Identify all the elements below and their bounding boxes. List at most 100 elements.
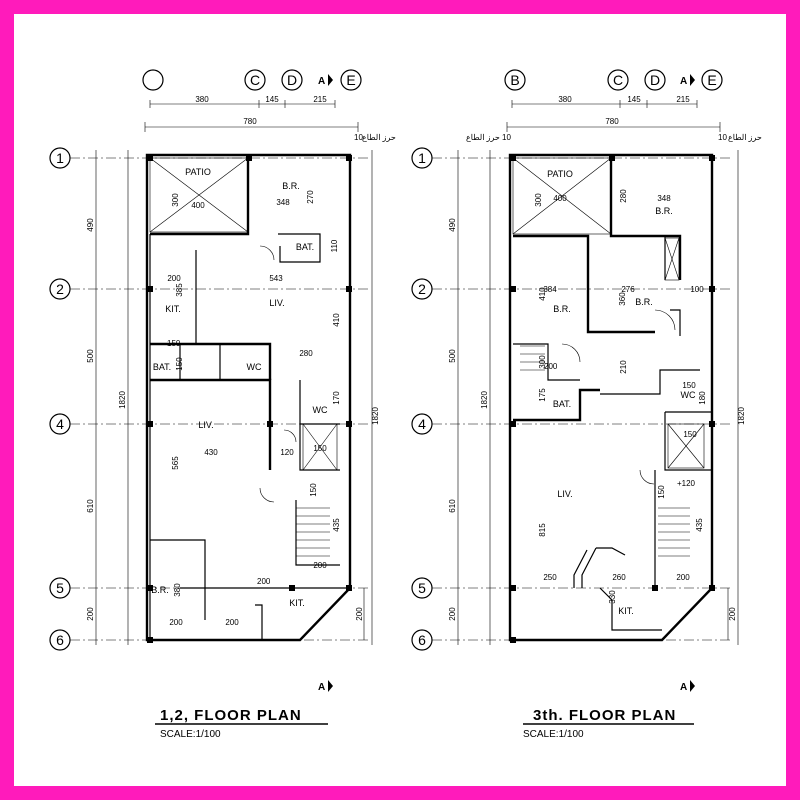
dimension-label: 200 (448, 607, 457, 621)
dimension-label: 170 (332, 391, 341, 405)
dimension-label: 200 (544, 362, 558, 371)
row-bubble-label: 6 (418, 632, 426, 648)
room-label: WC (313, 405, 328, 415)
dimension-label: 145 (265, 95, 279, 104)
floor-plan-sheet: C D E A 380 145 215 780 10 حرز الطاع 1 2… (49, 69, 762, 740)
section-arrow-icon (690, 74, 695, 86)
dimension-label: 410 (332, 313, 341, 327)
dimension-label: 200 (169, 618, 183, 627)
plan-title: 1,2, FLOOR PLAN (160, 707, 302, 724)
dimension-label: 410 (538, 287, 547, 301)
plan-1-2: C D E A 380 145 215 780 10 حرز الطاع 1 2… (49, 69, 396, 740)
dimension-label: 384 (543, 285, 557, 294)
dimension-label: 270 (306, 190, 315, 204)
level-label: +120 (677, 479, 696, 488)
dimension-label: 200 (313, 561, 327, 570)
row-bubble-label: 5 (56, 580, 64, 596)
dimension-label: 380 (195, 95, 209, 104)
overall-height-right: 1820 (371, 407, 380, 425)
section-arrow-icon (328, 680, 333, 692)
dimension-label: 215 (313, 95, 327, 104)
column-bubble-label: E (346, 72, 355, 88)
dimension-label: 400 (191, 201, 205, 210)
dimension-label: 815 (538, 523, 547, 537)
column-bubble-label: D (287, 72, 297, 88)
section-mark: A (318, 76, 325, 87)
column-bubble (142, 69, 164, 91)
plan-scale: SCALE:1/100 (160, 729, 221, 740)
room-label: BAT. (153, 362, 171, 372)
column-bubble-label: B (510, 72, 519, 88)
overall-width: 780 (243, 117, 257, 126)
room-label: B.R. (655, 206, 673, 216)
room-label: KIT. (618, 606, 634, 616)
dimension-label: 300 (171, 193, 180, 207)
dimension-label: 175 (538, 388, 547, 402)
section-mark: A (318, 682, 325, 693)
plan-3: B C D E A 380 145 215 780 10 حرز الطاع 1… (411, 69, 762, 740)
dimension-label: 565 (171, 456, 180, 470)
dimension-label: 380 (173, 583, 182, 597)
room-label: BAT. (296, 242, 314, 252)
room-label: KIT. (289, 598, 305, 608)
column-bubble-label: D (650, 72, 660, 88)
dimension-label: 360 (618, 292, 627, 306)
column-bubble-label: C (250, 72, 260, 88)
plan-scale: SCALE:1/100 (523, 729, 584, 740)
column-bubble (281, 69, 303, 91)
dimension-label: 200 (167, 274, 181, 283)
room-label: LIV. (557, 489, 572, 499)
overall-height: 1820 (118, 391, 127, 409)
dimension-label: 150 (175, 357, 184, 371)
dimension-label: 610 (86, 499, 95, 513)
dimension-label: 150 (309, 483, 318, 497)
dimension-label: 543 (269, 274, 283, 283)
dimension-label: 348 (276, 198, 290, 207)
column-bubble-label: C (613, 72, 623, 88)
setback-dim: 10 (718, 133, 727, 142)
row-bubble-label: 5 (418, 580, 426, 596)
room-label: B.R. (553, 304, 571, 314)
dimension-label: 145 (627, 95, 641, 104)
overall-height: 1820 (480, 391, 489, 409)
room-label: B.R. (635, 297, 653, 307)
setback-label: حرز الطاع (466, 133, 500, 142)
dimension-label: 348 (657, 194, 671, 203)
setback-label: حرز الطاع (362, 133, 396, 142)
dimension-label: 300 (538, 355, 547, 369)
room-label: LIV. (269, 298, 284, 308)
dimension-label: 200 (355, 607, 364, 621)
room-label: B.R. (282, 181, 300, 191)
dimension-label: 435 (695, 518, 704, 532)
room-label: WC (681, 390, 696, 400)
row-bubble-label: 4 (56, 416, 64, 432)
room-label: B.R. (151, 585, 169, 595)
room-label: BAT. (553, 399, 571, 409)
dimension-label: 430 (204, 448, 218, 457)
plan-title: 3th. FLOOR PLAN (533, 707, 676, 724)
section-arrow-icon (328, 74, 333, 86)
dimension-label: 300 (534, 193, 543, 207)
dimension-label: 490 (448, 218, 457, 232)
dimension-label: 500 (86, 349, 95, 363)
dimension-label: 150 (683, 430, 697, 439)
room-label: PATIO (185, 167, 211, 177)
dimension-label: 490 (86, 218, 95, 232)
row-bubble-label: 6 (56, 632, 64, 648)
setback-dim: 10 (502, 133, 511, 142)
dimension-label: 435 (332, 518, 341, 532)
row-bubble-label: 4 (418, 416, 426, 432)
dimension-label: 215 (676, 95, 690, 104)
row-bubble-label: 1 (418, 150, 426, 166)
section-mark: A (680, 682, 687, 693)
dimension-label: 180 (698, 391, 707, 405)
dimension-label: 276 (621, 285, 635, 294)
dimension-label: 120 (280, 448, 294, 457)
dimension-label: 280 (299, 349, 313, 358)
dimension-label: 150 (313, 444, 327, 453)
dimension-label: 150 (167, 339, 181, 348)
row-bubble-label: 2 (418, 281, 426, 297)
column-bubble (244, 69, 266, 91)
dimension-label: 400 (553, 194, 567, 203)
dimension-label: 500 (448, 349, 457, 363)
